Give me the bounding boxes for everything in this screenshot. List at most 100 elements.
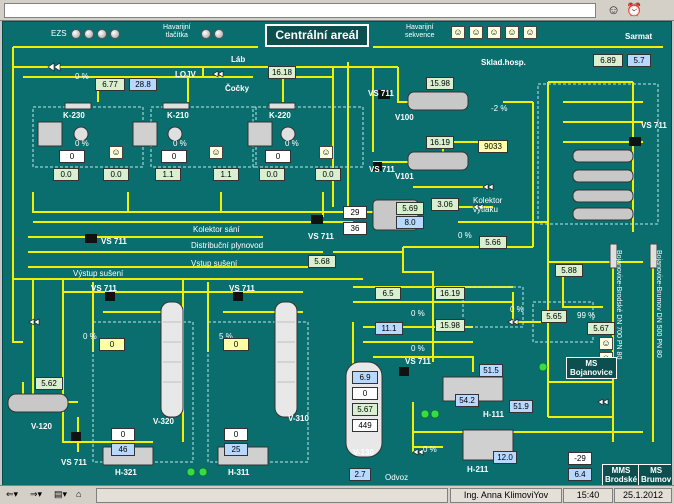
value-box: 0.0 <box>315 168 341 181</box>
value-box: 29 <box>343 206 367 219</box>
valve-label: VS 711 <box>91 284 117 293</box>
compressor-label-k230: K-230 <box>63 111 85 120</box>
clock-date: 25.1.2012 <box>614 488 672 503</box>
value-box: 54.2 <box>455 394 479 407</box>
emergency-button[interactable] <box>201 29 211 39</box>
collector-suction-label: Kolektor sání <box>193 225 240 234</box>
value-box: 0 <box>161 150 187 163</box>
drying-inlet-label: Vstup sušení <box>191 259 238 268</box>
smiley-icon[interactable]: ☺ <box>606 2 621 17</box>
value-box: 0 <box>111 428 135 441</box>
sarmat-label: Sarmat <box>625 32 653 41</box>
ezs-indicator[interactable] <box>84 29 94 39</box>
value-box: 5.7 <box>627 54 651 67</box>
pipeline-label-brumov: Bojanovice-Brumov DN 500 PN 80 <box>655 250 662 358</box>
value-box: 16.18 <box>268 66 296 79</box>
heater-label-h321: H-321 <box>115 468 137 477</box>
sequence-icon[interactable]: ☺ <box>505 26 519 39</box>
value-box: -29 <box>568 452 592 465</box>
station-label-ms-brumov[interactable]: MS Brumov <box>638 464 671 485</box>
compressor-status-icon[interactable]: ☺ <box>209 146 223 159</box>
compressor-status-icon[interactable]: ☺ <box>109 146 123 159</box>
valve-label: VS 711 <box>308 232 334 241</box>
value-box: 0.0 <box>103 168 129 181</box>
drying-outlet-label: Výstup sušení <box>73 269 124 278</box>
station-label-mms-brodske[interactable]: MMS Brodské <box>602 464 641 485</box>
process-diagram: Centrální areál EZS Havarijní tlačítka H… <box>2 21 672 486</box>
value-box: 0 <box>265 150 291 163</box>
value-box: 5.69 <box>396 202 424 215</box>
percent-label: 0 % <box>75 139 89 148</box>
command-field[interactable] <box>4 3 596 18</box>
value-box: 5.67 <box>587 322 615 335</box>
value-box: 51.5 <box>479 364 503 377</box>
value-box: 2.7 <box>349 468 371 481</box>
cocky-label: Čočky <box>225 84 250 93</box>
value-box: 6.5 <box>375 287 401 300</box>
emergency-buttons-label: Havarijní tlačítka <box>163 24 191 39</box>
percent-label: 0 % <box>411 309 425 318</box>
ezs-label: EZS <box>51 29 67 38</box>
vessel-label-v100: V100 <box>395 113 414 122</box>
valve-label: VS 711 <box>61 458 87 467</box>
emergency-buttons <box>201 29 224 39</box>
home-icon[interactable]: ⌂ <box>76 489 82 499</box>
value-box: 25 <box>224 443 248 456</box>
back-nav-icon[interactable]: ⇐▾ <box>6 489 19 499</box>
value-box: 6.4 <box>568 468 592 481</box>
compressor-status-icon[interactable]: ☺ <box>319 146 333 159</box>
percent-label: 5 % <box>219 332 233 341</box>
value-box: 5.65 <box>541 310 567 323</box>
value-box: 5.88 <box>555 264 583 277</box>
value-box: 0 <box>224 428 248 441</box>
sequence-icon[interactable]: ☺ <box>469 26 483 39</box>
station-label-ms-bojanovice[interactable]: MS Bojanovice <box>566 357 617 379</box>
value-box: 15.98 <box>426 77 454 90</box>
page-title: Centrální areál <box>265 24 369 47</box>
value-box: 1.1 <box>213 168 239 181</box>
percent-label: 0 % <box>411 344 425 353</box>
valve-label: VS 711 <box>229 284 255 293</box>
percent-label: 0 % <box>423 445 437 454</box>
station-status-icon[interactable]: ☺ <box>599 337 613 350</box>
value-box: 36 <box>343 222 367 235</box>
heater-label-h311: H-311 <box>228 468 250 477</box>
value-box: 11.1 <box>375 322 403 335</box>
sequence-icon[interactable]: ☺ <box>487 26 501 39</box>
valve-label: VS 711 <box>641 121 667 130</box>
percent-label: 0 % <box>83 332 97 341</box>
value-box: 28.8 <box>129 78 157 91</box>
alarm-clock-icon[interactable]: ⏰ <box>626 2 643 17</box>
value-box: 3.06 <box>431 198 459 211</box>
pipeline-label-brodske: Bojanovice-Brodské DN 700 PN 80 <box>615 250 622 360</box>
emergency-button[interactable] <box>214 29 224 39</box>
value-box: 6.9 <box>352 371 378 384</box>
heater-label-h111: H-111 <box>483 410 504 419</box>
forward-nav-icon[interactable]: ⇒▾ <box>30 489 43 499</box>
value-box: 46 <box>111 443 135 456</box>
ezs-indicators <box>71 29 120 39</box>
valve-label: VS 711 <box>369 165 395 174</box>
sequence-icon[interactable]: ☺ <box>451 26 465 39</box>
ezs-indicator[interactable] <box>71 29 81 39</box>
compressor-shapes <box>37 102 296 147</box>
ezs-indicator[interactable] <box>97 29 107 39</box>
clock-time: 15:40 <box>563 488 613 503</box>
top-toolbar: ☺ ⏰ <box>0 0 674 21</box>
sequence-icon[interactable]: ☺ <box>523 26 537 39</box>
valve-label: VS 711 <box>101 237 127 246</box>
value-box: 12.0 <box>493 451 517 464</box>
menu-icon[interactable]: ▤▾ <box>54 489 68 499</box>
heater-label-h211: H-211 <box>467 465 489 474</box>
percent-label: 99 % <box>577 311 596 320</box>
distribution-pipeline-label: Distribuční plynovod <box>191 241 264 250</box>
value-box: 5.66 <box>479 236 507 249</box>
ezs-indicator[interactable] <box>110 29 120 39</box>
value-box: 16.19 <box>435 287 465 300</box>
lojv-label: LOJV <box>175 70 196 79</box>
emergency-sequence-label: Havarijní sekvence <box>405 24 435 39</box>
value-box: 0 <box>99 338 125 351</box>
compressor-label-k220: K-220 <box>269 111 291 120</box>
vessel-label-v120: V-120 <box>31 422 52 431</box>
